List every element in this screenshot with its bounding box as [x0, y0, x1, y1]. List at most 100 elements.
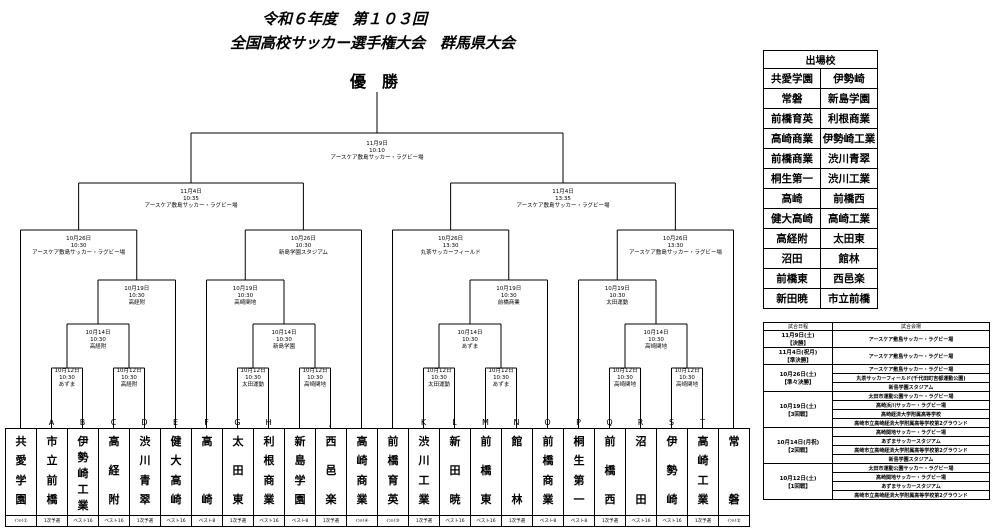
- schedule-header-date: 試合日程: [763, 322, 833, 331]
- match-date: 10月12日: [489, 367, 514, 374]
- team-name: 高経附: [108, 435, 120, 506]
- team-cell: 新田暁: [439, 428, 471, 516]
- team-cell: 渋川工業: [408, 428, 440, 516]
- match-venue: あずま: [493, 380, 510, 388]
- schedule-venue: 高崎経済大学附属高等学校: [832, 409, 990, 419]
- team-result: ベスト16: [470, 515, 502, 527]
- match-time: 10:30: [71, 243, 87, 249]
- schedule-venue: 丸茶サッカーフィールド(千代田町吉都運動公園): [832, 373, 990, 383]
- schedule-venue: あずまサッカースタジアム: [832, 436, 990, 446]
- match-venue: 高崎関地: [614, 380, 637, 388]
- match-venue: 新島学園: [273, 342, 296, 350]
- team-name: 西邑楽: [325, 435, 337, 506]
- champion-label: 優 勝: [350, 72, 399, 91]
- match-venue: 高経附: [128, 298, 145, 306]
- match-time: 10:30: [59, 375, 75, 381]
- schedule-date: 11月9日(土) 【決勝】: [763, 330, 833, 348]
- team-name: 館林: [511, 435, 523, 506]
- team-result: ベスト8: [284, 515, 316, 527]
- match-venue: 前橋商業: [498, 298, 521, 306]
- team-result: 1次予選: [501, 515, 533, 527]
- team-result: ベスト8: [191, 515, 223, 527]
- match-time: 10:30: [276, 337, 292, 343]
- team-result: ベスト16: [67, 515, 99, 527]
- team-result: ベスト16: [98, 515, 130, 527]
- match-time: 10:35: [183, 196, 199, 202]
- school-name: 新島学園: [820, 88, 878, 109]
- team-result: 1次予選: [687, 515, 719, 527]
- schedule-row: 10月12日(土) 【1回戦】太田市運動公園サッカー・ラグビー場: [763, 463, 990, 500]
- participating-schools-table: 出場校 共愛学園伊勢崎常磐新島学園前橋育英利根商業高崎商業伊勢崎工業前橋商業渋川…: [763, 50, 878, 309]
- match-date: 10月19日: [124, 285, 149, 292]
- schedule-venue: 高崎浜川サッカー・ラグビー場: [832, 400, 990, 410]
- team-name: 利根商業: [263, 435, 275, 506]
- team-cell: 沼田: [625, 428, 657, 516]
- team-cell: 前橋東: [470, 428, 502, 516]
- team-name: 高崎工業: [697, 435, 709, 506]
- school-name: 利根商業: [820, 108, 878, 129]
- match-time: 13:30: [667, 243, 683, 249]
- team-cell: 健大高崎: [160, 428, 192, 516]
- school-name: 渋川青翠: [820, 148, 878, 169]
- match-date: 10月12日: [427, 367, 452, 374]
- match-time: 10:30: [295, 243, 311, 249]
- school-name: 伊勢崎工業: [820, 128, 878, 149]
- match-date: 10月12日: [303, 367, 328, 374]
- team-name-row: 共愛学園市立前橋伊勢崎工業高経附渋川青翠健大高崎高崎太田東利根商業新島学園西邑楽…: [5, 428, 750, 516]
- match-venue: アースケア敷島サッカー・ラグビー場: [331, 153, 424, 161]
- team-result: ベスト16: [625, 515, 657, 527]
- school-name: 沼田: [763, 248, 821, 269]
- match-venue: 新島学園スタジアム: [279, 248, 329, 256]
- team-cell: 共愛学園: [5, 428, 37, 516]
- team-cell: 高崎: [191, 428, 223, 516]
- school-name: 渋川工業: [820, 168, 878, 189]
- team-cell: 高崎商業: [346, 428, 378, 516]
- match-time: 10:10: [369, 148, 385, 154]
- team-result: ベスト8: [532, 515, 564, 527]
- match-date: 11月4日: [180, 188, 202, 195]
- match-date: 10月12日: [117, 367, 142, 374]
- match-time: 10:30: [501, 293, 517, 299]
- school-row: 沼田館林: [763, 248, 878, 269]
- schedule-table: 試合日程 試合会場 11月9日(土) 【決勝】アースケア敷島サッカー・ラグビー場…: [763, 322, 990, 500]
- tournament-bracket: ABCDEFGHIJKLMNOPQRST10月12日10:30あずま10月12日…: [20, 92, 734, 428]
- schedule-date: 10月19日(土) 【3回戦】: [763, 391, 833, 428]
- team-cell: 前橋育英: [377, 428, 409, 516]
- team-result: ベスト16: [656, 515, 688, 527]
- team-name: 伊勢崎: [666, 435, 678, 506]
- team-table: 共愛学園市立前橋伊勢崎工業高経附渋川青翠健大高崎高崎太田東利根商業新島学園西邑楽…: [5, 428, 750, 527]
- match-time: 10:30: [679, 375, 695, 381]
- team-result: ｲﾝﾊｲ③: [377, 515, 409, 527]
- team-cell: 常磐: [718, 428, 750, 516]
- team-cell: 利根商業: [253, 428, 285, 516]
- schedule-venue: 高崎市立高崎経済大学附属高等学校第2グラウンド: [832, 418, 990, 428]
- match-venue: アースケア敷島サッカー・ラグビー場: [517, 201, 610, 209]
- match-date: 10月19日: [496, 285, 521, 292]
- team-cell: 太田東: [222, 428, 254, 516]
- match-time: 13:30: [443, 243, 459, 249]
- match-time: 10:30: [90, 337, 106, 343]
- school-row: 健大高崎高崎工業: [763, 208, 878, 229]
- match-time: 10:30: [237, 293, 253, 299]
- match-date: 10月12日: [55, 367, 80, 374]
- team-name: 前橋商業: [542, 435, 554, 506]
- schedule-date: 10月14日(月祝) 【2回戦】: [763, 427, 833, 464]
- schedule-venue: 太田市運動公園サッカー・ラグビー場: [832, 463, 990, 473]
- schedule-row: 11月4日(祝月) 【準決勝】アースケア敷島サッカー・ラグビー場: [763, 347, 990, 365]
- school-name: 前橋西: [820, 188, 878, 209]
- school-row: 常磐新島学園: [763, 88, 878, 109]
- schedule-venue: 高崎市立高崎経済大学附属高等学校第2グラウンド: [832, 445, 990, 455]
- school-name: 前橋商業: [763, 148, 821, 169]
- schedule-row: 10月14日(月祝) 【2回戦】高崎関地サッカー・ラグビー場: [763, 427, 990, 464]
- team-name: 渋川青翠: [139, 435, 151, 506]
- team-name: 桐生第一: [573, 435, 585, 506]
- match-date: 10月14日: [272, 329, 297, 336]
- team-result: ベスト16: [439, 515, 471, 527]
- match-venue: 太田運動: [428, 380, 451, 388]
- match-time: 10:30: [121, 375, 137, 381]
- match-time: 10:30: [648, 337, 664, 343]
- match-date: 11月4日: [552, 188, 574, 195]
- team-cell: 高経附: [98, 428, 130, 516]
- match-venue: 高崎関地: [234, 298, 257, 306]
- match-time: 10:30: [245, 375, 261, 381]
